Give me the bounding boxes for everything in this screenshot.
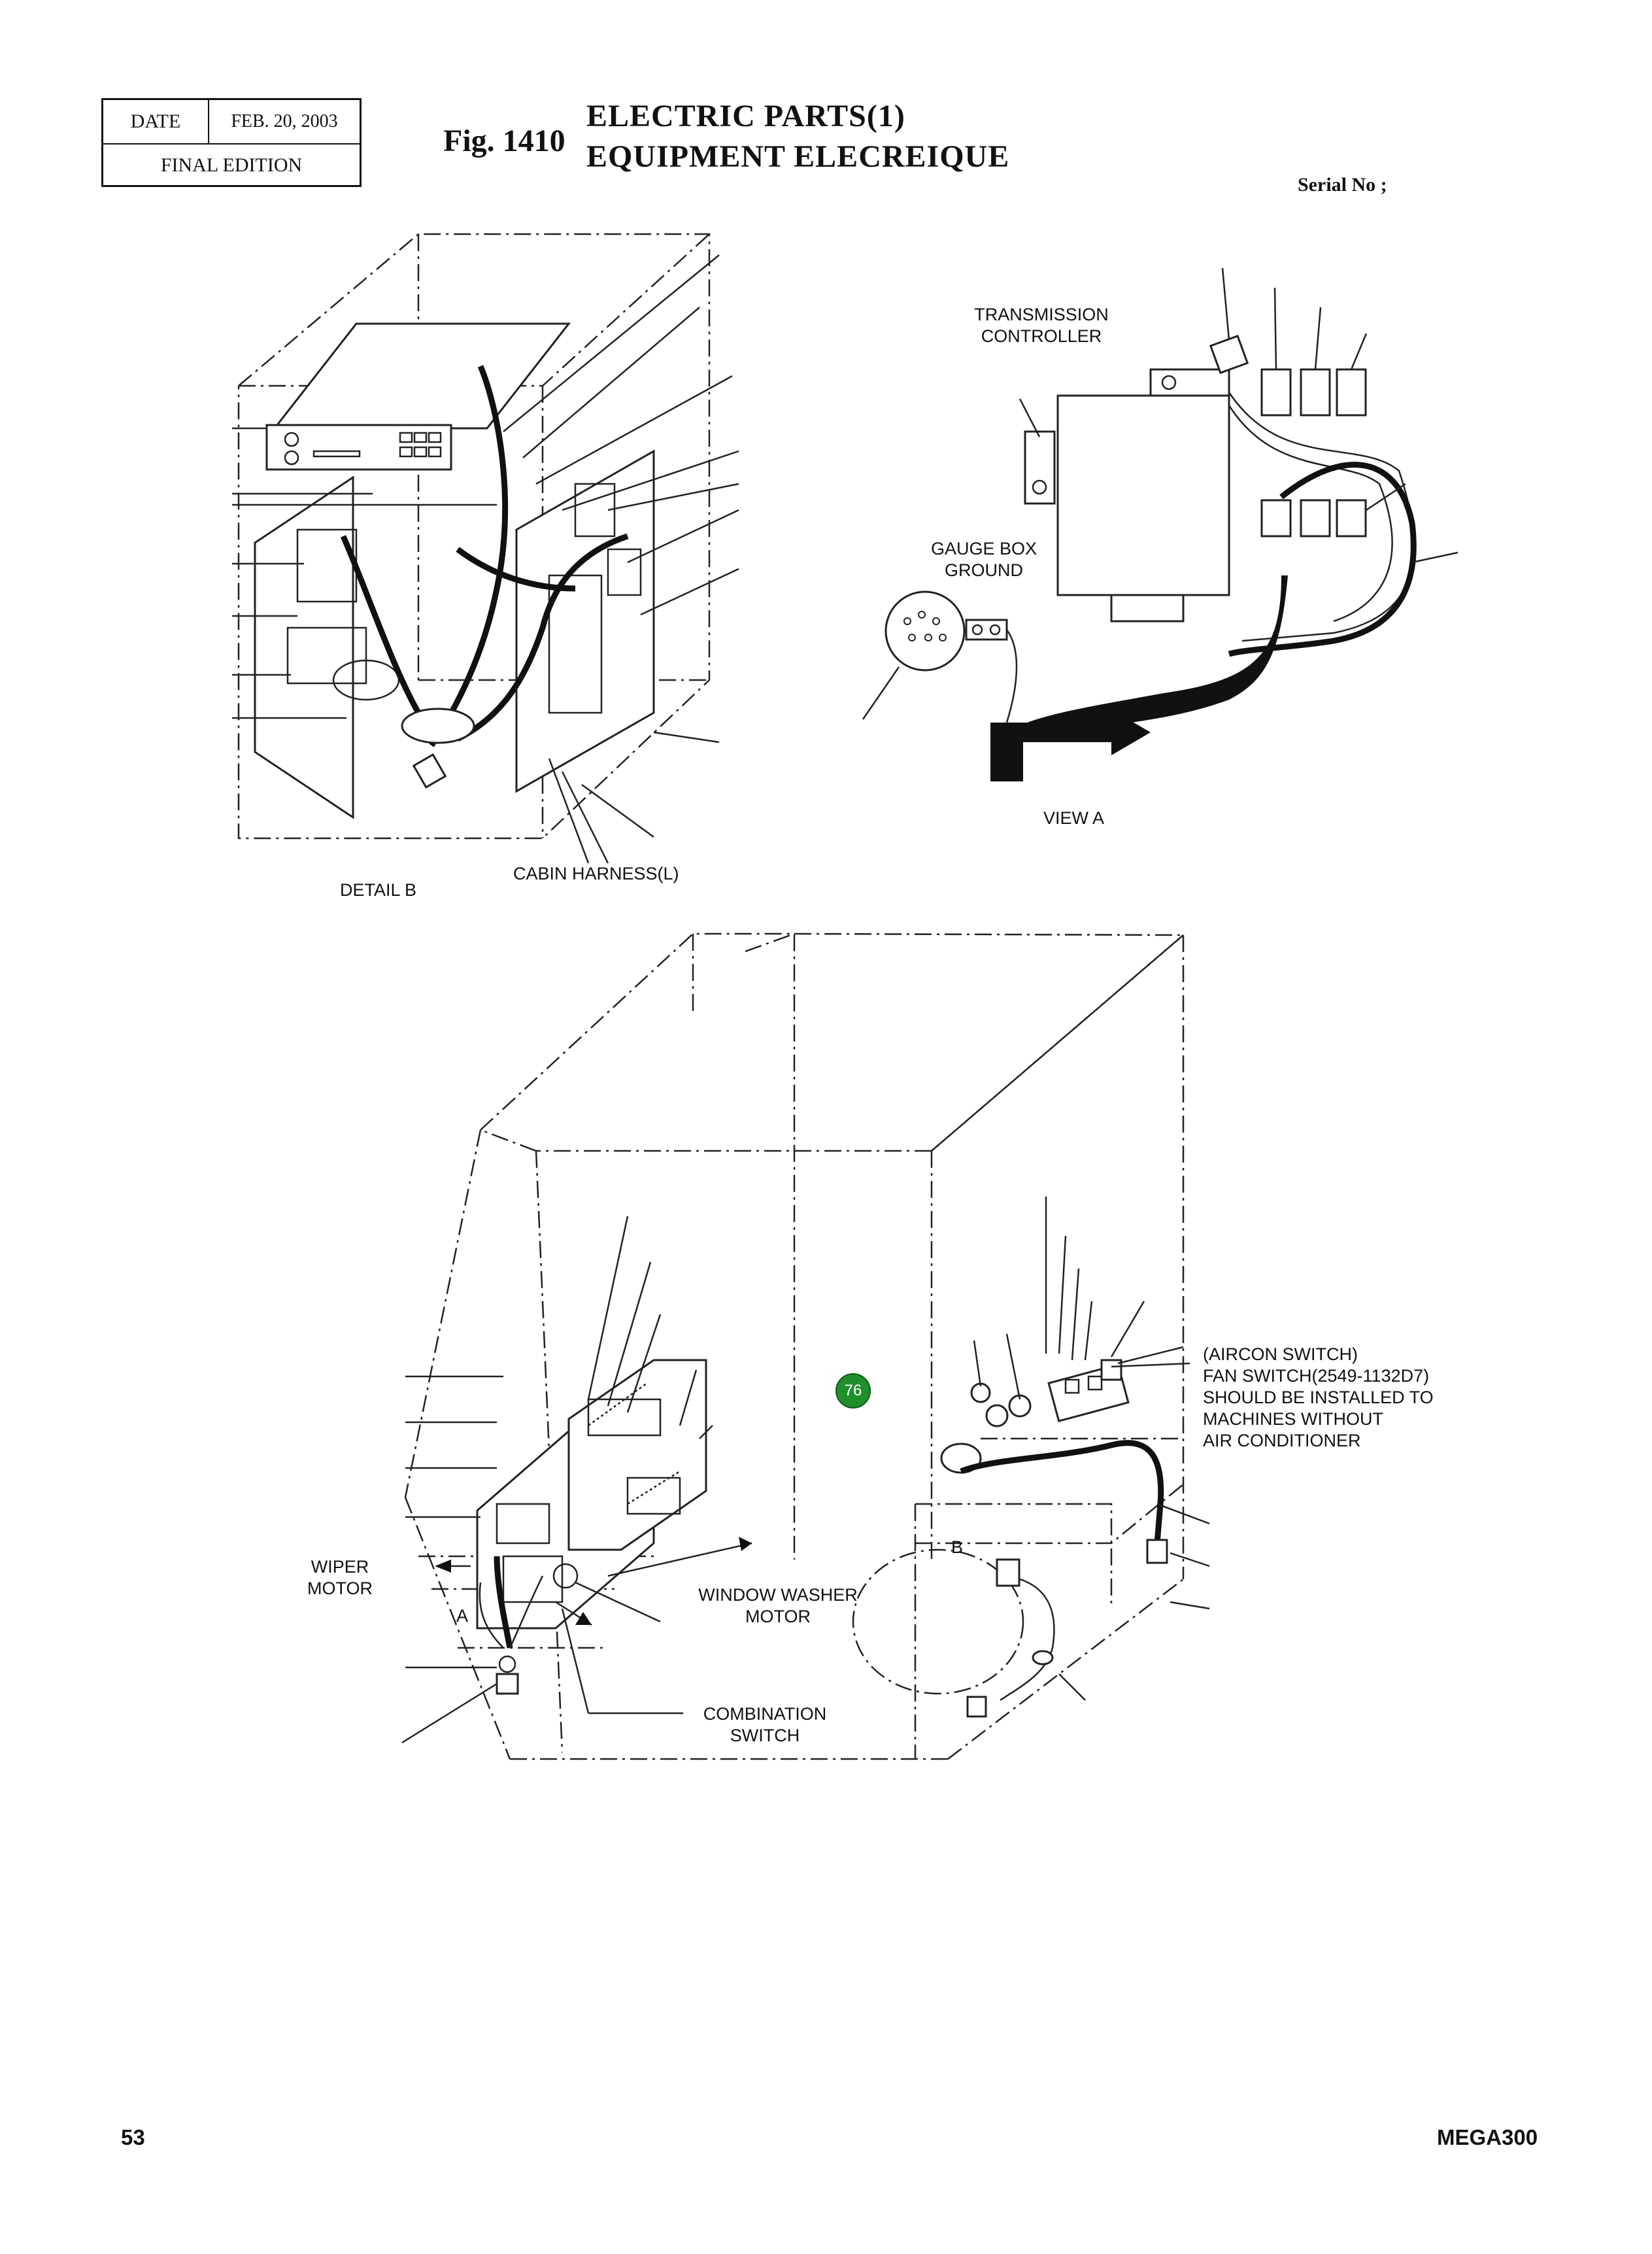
window-washer-motor-line-2: MOTOR bbox=[745, 1607, 811, 1626]
wiper-motor-line-1: WIPER bbox=[311, 1557, 369, 1577]
wiper-motor-label: WIPER MOTOR bbox=[297, 1556, 382, 1599]
gauge-box-ground-label: GAUGE BOX GROUND bbox=[915, 538, 1053, 581]
aircon-note-line-2: FAN SWITCH(2549-1132D7) bbox=[1203, 1366, 1430, 1386]
view-a-drawing bbox=[862, 267, 1458, 781]
aircon-note-line-1: (AIRCON SWITCH) bbox=[1203, 1344, 1358, 1364]
detail-b-drawing bbox=[232, 233, 739, 864]
view-a-label: VIEW A bbox=[1043, 808, 1105, 828]
combination-switch-label: COMBINATION SWITCH bbox=[690, 1703, 840, 1747]
cabin-drawing bbox=[401, 932, 1210, 1760]
transmission-controller-line-1: TRANSMISSION bbox=[974, 305, 1109, 324]
figure-number: Fig. 1410 bbox=[443, 124, 565, 158]
aircon-note-line-4: MACHINES WITHOUT bbox=[1203, 1409, 1383, 1429]
page-number: 53 bbox=[121, 2125, 145, 2149]
window-washer-motor-line-1: WINDOW WASHER bbox=[698, 1585, 858, 1605]
gauge-box-ground-line-1: GAUGE BOX bbox=[930, 539, 1037, 558]
detail-b-label: DETAIL B bbox=[340, 880, 417, 900]
callout-badge[interactable]: 76 bbox=[835, 1373, 871, 1409]
combination-switch-line-2: SWITCH bbox=[730, 1726, 800, 1745]
gauge-box-ground-line-2: GROUND bbox=[945, 560, 1023, 580]
transmission-controller-label: TRANSMISSION CONTROLLER bbox=[960, 304, 1123, 347]
window-washer-motor-label: WINDOW WASHER MOTOR bbox=[696, 1584, 860, 1628]
title-french: EQUIPMENT ELECREIQUE bbox=[586, 139, 1010, 174]
date-value: FEB. 20, 2003 bbox=[231, 111, 338, 131]
aircon-note-line-5: AIR CONDITIONER bbox=[1203, 1431, 1361, 1450]
serial-number-label: Serial No ; bbox=[1298, 174, 1387, 196]
aircon-note-label: (AIRCON SWITCH) FAN SWITCH(2549-1132D7) … bbox=[1203, 1344, 1434, 1452]
arrow-a-label: A bbox=[456, 1606, 469, 1626]
revision-box: DATE FEB. 20, 2003 FINAL EDITION bbox=[101, 98, 362, 187]
aircon-note-line-3: SHOULD BE INSTALLED TO bbox=[1203, 1388, 1434, 1407]
wiper-motor-line-2: MOTOR bbox=[307, 1579, 373, 1598]
transmission-controller-line-2: CONTROLLER bbox=[981, 326, 1102, 346]
cabin-harness-label: CABIN HARNESS(L) bbox=[513, 864, 679, 883]
arrow-b-label: B bbox=[951, 1537, 964, 1557]
edition-label: FINAL EDITION bbox=[160, 154, 303, 176]
title-english: ELECTRIC PARTS(1) bbox=[586, 99, 905, 133]
combination-switch-line-1: COMBINATION bbox=[703, 1704, 827, 1724]
revision-row: DATE FEB. 20, 2003 bbox=[103, 100, 360, 145]
date-label: DATE bbox=[103, 100, 209, 143]
model-name: MEGA300 bbox=[1437, 2125, 1538, 2149]
